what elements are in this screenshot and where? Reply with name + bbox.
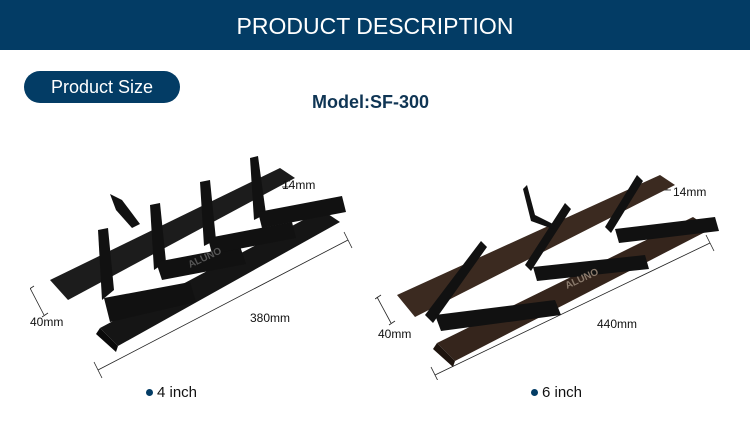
dimension-width-4-inch: 40mm (30, 315, 64, 329)
product-image-4-inch: ALUNO (30, 156, 353, 379)
dimension-length-4-inch: 380mm (250, 311, 291, 325)
variant-label: 6 inch (542, 384, 583, 401)
variant-6-inch: 6 inch (531, 384, 582, 401)
bullet-icon (531, 389, 538, 396)
front-rail (100, 210, 340, 346)
rear-rail (397, 175, 675, 317)
page-header: PRODUCT DESCRIPTION (0, 0, 750, 50)
section-label-product-size: Product Size (24, 71, 180, 103)
dimension-height-4-inch: 14mm (282, 178, 316, 192)
dimension-width-6-inch: 40mm (378, 327, 412, 341)
front-rail (437, 217, 711, 361)
product-image-6-inch: ALUNO (375, 175, 719, 380)
page-title: PRODUCT DESCRIPTION (236, 12, 514, 39)
bullet-icon (146, 389, 153, 396)
variant-label: 4 inch (157, 384, 198, 401)
variant-4-inch: 4 inch (146, 384, 197, 401)
model-label: Model:SF-300 (312, 92, 430, 112)
dimension-length-6-inch: 440mm (597, 317, 638, 331)
dimension-height-6-inch: 14mm (673, 185, 707, 199)
